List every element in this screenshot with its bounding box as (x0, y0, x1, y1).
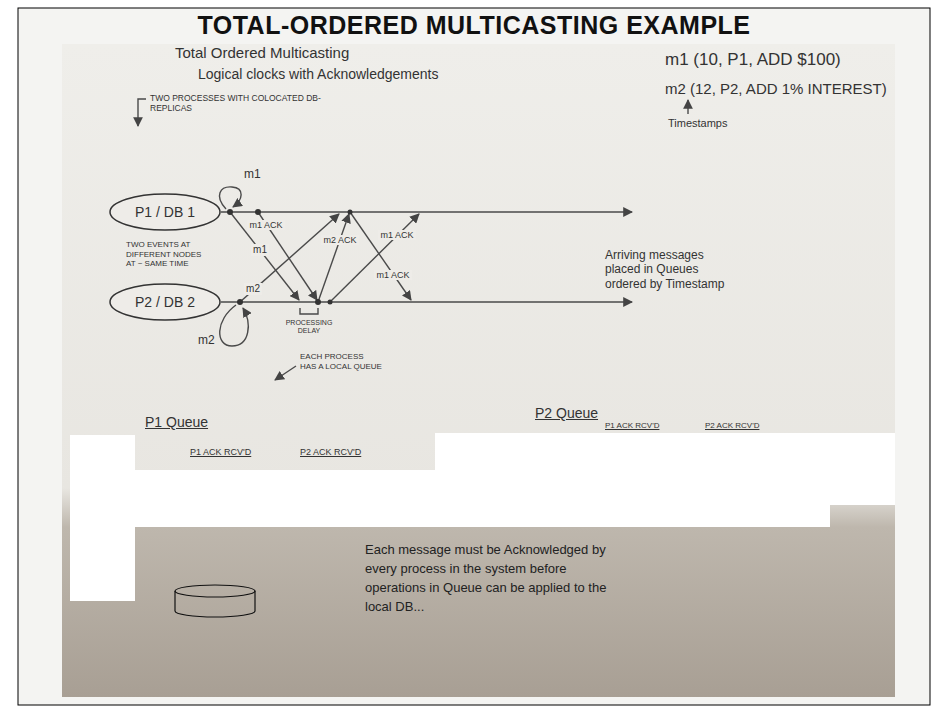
message-arrow (240, 214, 339, 302)
queue-column: P1 ACK RCV'D (605, 421, 659, 431)
event-dot (255, 209, 261, 215)
message-tuple: m2 (12, P2, ADD 1% INTEREST) (665, 80, 887, 98)
pointer-arrow (138, 99, 146, 126)
process-ellipse: P1 / DB 1 (109, 193, 221, 231)
p1-timeline (221, 211, 632, 212)
arrow-label: m2 ACK (321, 235, 358, 246)
message-name: m2 (198, 333, 215, 347)
queue-heading: P2 Queue (535, 405, 598, 422)
queue-column: P2 ACK RCV'D (300, 447, 361, 458)
arrow-label: m1 ACK (378, 230, 415, 241)
rule-note: Each message must be Acknowledged by eve… (365, 541, 627, 616)
ellipse-outline (110, 194, 220, 230)
event-dot (315, 299, 321, 305)
delay-bracket (300, 308, 318, 314)
annotation: TWO PROCESSES WITH COLOCATED DB-REPLICAS (150, 93, 330, 113)
message-arrow (318, 214, 349, 302)
annotation: Timestamps (668, 117, 728, 130)
heading-note: Logical clocks with Acknowledgements (198, 66, 438, 83)
database-icon (175, 585, 255, 597)
paper-photo (62, 44, 895, 697)
event-dot (328, 300, 333, 305)
annotation: TWO EVENTS AT DIFFERENT NODES AT ~ SAME … (126, 240, 208, 269)
self-loop (219, 187, 241, 209)
heading-note: Total Ordered Multicasting (175, 44, 349, 62)
self-loop (220, 305, 249, 346)
process-label: P1 / DB 1 (135, 204, 195, 220)
redaction-block (135, 470, 830, 527)
event-dot (237, 299, 243, 305)
arrow-label: m1 ACK (374, 270, 411, 281)
slide-frame (18, 8, 930, 705)
message-arrow (230, 212, 299, 300)
queue-heading: P1 Queue (145, 414, 208, 431)
annotation: PROCESSING DELAY (283, 319, 335, 336)
pointer-arrow (687, 100, 688, 114)
message-arrow (350, 212, 411, 300)
annotation: EACH PROCESS HAS A LOCAL QUEUE (300, 352, 382, 371)
event-dot (348, 210, 353, 215)
p2-timeline (221, 301, 632, 302)
annotation: Arriving messages placed in Queues order… (605, 248, 740, 291)
pointer-arrow (275, 366, 296, 380)
message-tuple: m1 (10, P1, ADD $100) (665, 50, 841, 70)
event-dot (227, 209, 233, 215)
arrow-label: m1 (251, 244, 269, 256)
process-label: P2 / DB 2 (135, 294, 195, 310)
process-ellipse: P2 / DB 2 (109, 283, 221, 321)
message-arrow (330, 214, 419, 302)
redaction-block (70, 435, 135, 601)
arrow-label: m2 (244, 283, 262, 295)
queue-column: P1 ACK RCV'D (190, 447, 251, 458)
message-name: m1 (244, 167, 261, 181)
ellipse-outline (110, 284, 220, 320)
arrow-label: m1 ACK (247, 220, 284, 231)
queue-column: P2 ACK RCV'D (705, 421, 759, 431)
slide-title: TOTAL-ORDERED MULTICASTING EXAMPLE (0, 10, 948, 40)
